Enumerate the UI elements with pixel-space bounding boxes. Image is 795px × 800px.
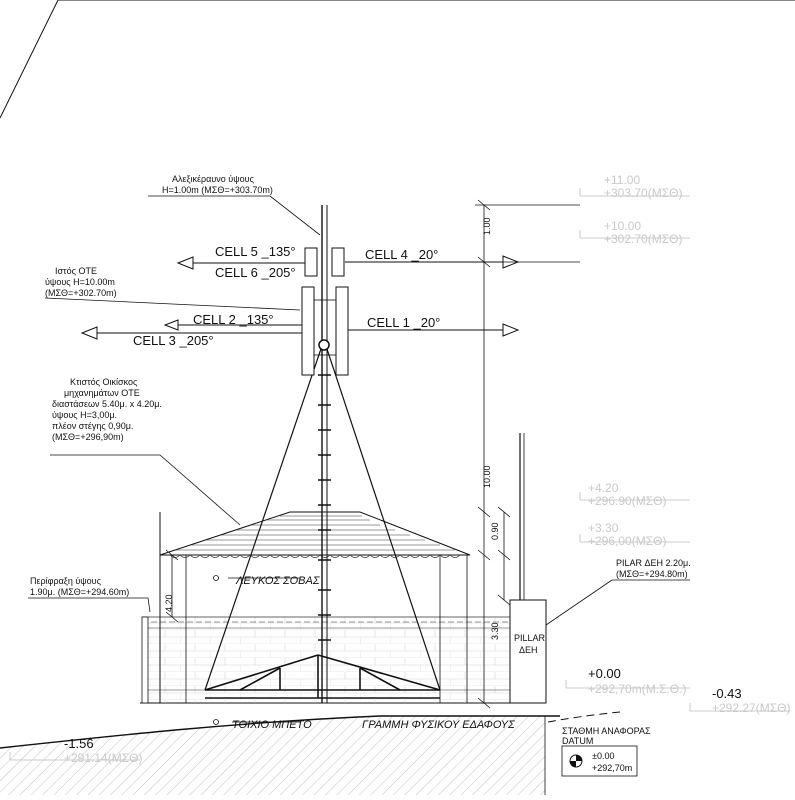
level-4-bottom: +296,00(ΜΣΘ)	[588, 534, 666, 548]
render-label: ΛΕΥΚΟΣ ΣΟΒΑΣ	[235, 575, 320, 587]
mast-line-1: Ιστός ΟΤΕ	[55, 266, 97, 276]
ground-line-label: ΓΡΑΜΜΗ ΦΥΣΙΚΟΥ ΕΔΑΦΟΥΣ	[362, 719, 515, 731]
level-5-bottom: +292,70m(Μ.Σ.Θ.)	[588, 682, 686, 696]
cell-arrows	[80, 255, 520, 340]
level-1-bottom: +303.70(ΜΣΘ)	[604, 186, 682, 200]
kiosk-line-4: ύψους Η=3,00μ.	[52, 410, 117, 420]
level-marks	[9, 188, 790, 761]
kiosk-label: Κτιστός Οικίσκος μηχανημάτων ΟΤΕ διαστάσ…	[52, 377, 162, 442]
lightning-label: Αλεξικέραυνο ύψους H=1.00m (ΜΣΘ=+303.70m…	[162, 174, 273, 195]
level-3-top: +4.20	[588, 481, 619, 495]
lightning-line-2: H=1.00m (ΜΣΘ=+303.70m)	[162, 185, 273, 195]
datum-value-line-2: +292,70m	[592, 763, 632, 773]
pillar-box-line-2: ΔΕΗ	[519, 645, 538, 655]
fence-wall	[141, 616, 510, 704]
mast	[204, 205, 441, 703]
level-1-top: +11.00	[604, 173, 640, 187]
level-2-top: +10.00	[604, 219, 641, 233]
dim-3-30: 3.30	[490, 622, 500, 640]
pillar-box-line-1: PILLAR	[514, 633, 546, 643]
concrete-wall-label: ΤΟΙΧΙΟ ΜΠΕΤΟ	[232, 719, 312, 731]
dim-1-00: 1.00	[482, 217, 492, 235]
kiosk-line-5: πλέον στέγης 0,90μ.	[52, 421, 133, 431]
level-3-bottom: +296.90(ΜΣΘ)	[588, 494, 666, 508]
ground-line	[0, 715, 560, 749]
kiosk	[159, 511, 471, 703]
fence-line-1: Περίφραξη ύψους	[30, 576, 102, 586]
pillar-note-line-2: (ΜΣΘ=+294.80m)	[616, 569, 688, 579]
dim-4-20: 4.20	[164, 594, 174, 612]
lightning-line-1: Αλεξικέραυνο ύψους	[172, 174, 255, 184]
pillar-deh	[509, 433, 547, 704]
datum-symbol	[561, 745, 638, 777]
cell-2-label: CELL 2 _135°	[193, 312, 274, 327]
level-6-bottom: +292.27(ΜΣΘ)	[712, 701, 790, 715]
cell-5-label: CELL 5 _135°	[215, 244, 296, 259]
leader-lines	[28, 195, 690, 723]
mast-label: Ιστός ΟΤΕ ύψους H=10.00m (ΜΣΘ=+302.70m)	[45, 266, 117, 298]
fence-label: Περίφραξη ύψους 1.90μ. (ΜΣΘ=+294.60m)	[30, 576, 129, 597]
dimension-lines	[165, 199, 580, 709]
fence-line-2: 1.90μ. (ΜΣΘ=+294.60m)	[30, 587, 129, 597]
datum-value-line-1: ±0.00	[592, 751, 614, 761]
level-4-top: +3.30	[588, 521, 619, 535]
kiosk-line-6: (ΜΣΘ=+296,90m)	[52, 432, 124, 442]
level-2-bottom: +302.70(ΜΣΘ)	[604, 232, 682, 246]
dim-10-00: 10.00	[482, 465, 492, 488]
cell-3-label: CELL 3 _205°	[133, 333, 214, 348]
kiosk-line-2: μηχανημάτων ΟΤΕ	[64, 388, 140, 398]
cell-1-label: CELL 1 _20°	[367, 315, 440, 330]
level-7-top: -1.56	[64, 736, 94, 751]
drawing-frame	[0, 0, 795, 119]
level-7-bottom: +291.14(ΜΣΘ)	[64, 751, 142, 765]
level-6-top: -0.43	[712, 686, 742, 701]
datum-title-line-2: DATUM	[562, 736, 593, 746]
pillar-note-label: PILAR ΔΕΗ 2.20μ. (ΜΣΘ=+294.80m)	[616, 558, 691, 579]
pillar-note-line-1: PILAR ΔΕΗ 2.20μ.	[616, 558, 691, 568]
cell-6-label: CELL 6 _205°	[215, 265, 296, 280]
level-5-top: +0.00	[588, 666, 621, 681]
kiosk-line-1: Κτιστός Οικίσκος	[70, 377, 138, 387]
dim-0-90: 0.90	[490, 522, 500, 540]
mast-line-3: (ΜΣΘ=+302.70m)	[45, 288, 117, 298]
cell-4-label: CELL 4 _20°	[365, 247, 438, 262]
kiosk-line-3: διαστάσεων 5.40μ. x 4.20μ.	[52, 399, 162, 409]
mast-line-2: ύψους H=10.00m	[45, 277, 115, 287]
datum-title-line-1: ΣΤΑΘΜΗ ΑΝΑΦΟΡΑΣ	[562, 726, 651, 736]
